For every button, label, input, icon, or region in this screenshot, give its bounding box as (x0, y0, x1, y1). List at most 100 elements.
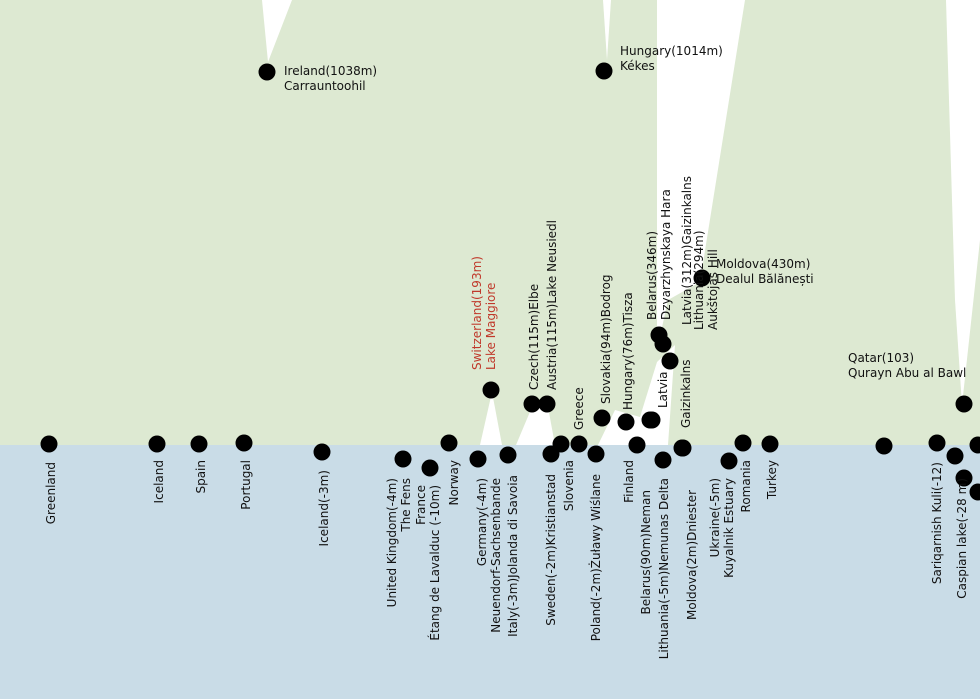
data-point (875, 437, 893, 455)
data-point (482, 381, 500, 399)
data-point (469, 450, 487, 468)
point-label-line: Latvia (656, 371, 670, 408)
point-label-line: Ireland(1038m) (284, 64, 377, 78)
point-label-line: Italy(-3m)Jolanda di Savoia (506, 475, 520, 637)
point-label: FranceÉtang de Lavalduc (-10m) (414, 485, 442, 641)
point-label-line: Norway (447, 460, 461, 506)
point-label-line: Kékes (620, 59, 655, 73)
data-point (720, 452, 738, 470)
data-point (499, 446, 517, 464)
point-label-line: Czech(115m)Elbe (527, 284, 541, 390)
point-label-line: Hungary(1014m) (620, 44, 723, 58)
point-label-line: Lithuania(-5m)Nemunas Delta (657, 478, 671, 659)
point-label-line: Ukraine(-5m) (708, 478, 722, 557)
point-label-line: Moldova(2m)Dniester (685, 490, 699, 620)
data-point (654, 451, 672, 469)
data-point (394, 450, 412, 468)
point-label: Italy(-3m)Jolanda di Savoia (506, 475, 520, 637)
point-label-line: Slovenia (562, 460, 576, 511)
point-label: Iceland (152, 460, 166, 503)
point-label-line: Portugal (239, 460, 253, 510)
data-point (628, 436, 646, 454)
point-label: Ireland(1038m)Carrauntoohil (284, 64, 377, 93)
elevation-spike (657, 0, 745, 350)
elevation-spike (480, 392, 502, 445)
point-label: Greenland (44, 462, 58, 524)
point-label-line: Finland (622, 460, 636, 503)
point-label-line: Iceland (152, 460, 166, 503)
point-label-line: Sweden(-2m)Kristianstad (544, 474, 558, 626)
point-label-line: Moldova(430m) (716, 257, 810, 271)
data-point (552, 435, 570, 453)
data-point (955, 395, 973, 413)
point-label: Switzerland(193m)Lake Maggiore (470, 256, 498, 370)
land-area (0, 0, 980, 445)
point-label-line: Spain (194, 460, 208, 494)
point-label-line: Belarus(346m) (645, 231, 659, 320)
point-label-line: Lithuania(294m) (692, 230, 706, 330)
point-label-line: Sariqarnish Kuli(-12) (930, 462, 944, 584)
point-label-line: Poland(-2m)Żuławy Wiślane (588, 474, 603, 641)
point-label-line: United Kingdom(-4m) (385, 478, 399, 607)
point-label: Portugal (239, 460, 253, 510)
point-label: Norway (447, 460, 461, 506)
elevation-spike (946, 0, 980, 405)
data-point (587, 445, 605, 463)
data-point (693, 269, 711, 287)
data-points (40, 62, 980, 501)
data-point (148, 435, 166, 453)
point-label-line: France (414, 485, 428, 525)
point-label-line: The Fens (399, 478, 413, 533)
point-label-line: Étang de Lavalduc (-10m) (427, 485, 442, 641)
point-label-line: Dealul Bălănești (716, 272, 814, 286)
data-point (190, 435, 208, 453)
data-point (523, 395, 541, 413)
data-point (235, 434, 253, 452)
elevation-spike (262, 0, 292, 62)
point-label-line: Turkey (765, 460, 779, 500)
elevation-spike (603, 0, 611, 60)
point-label: Moldova(430m)Dealul Bălănești (716, 257, 814, 286)
data-point (734, 434, 752, 452)
data-point (313, 443, 331, 461)
point-label: Romania (739, 460, 753, 512)
point-label: Gaizinkalns (679, 359, 693, 428)
point-label: Austria(115m)Lake Neusiedl (545, 220, 559, 390)
point-label-line: Lake Maggiore (484, 283, 498, 370)
data-point (538, 395, 556, 413)
point-label-line: Germany(-4m) (475, 478, 489, 566)
point-label: Slovakia(94m)Bodrog (599, 274, 613, 404)
data-point (761, 435, 779, 453)
point-label: Lithuania(294m)Aukštojas Hill (692, 230, 720, 330)
point-label-line: Belarus(90m)Neman (639, 490, 653, 614)
point-label-line: Caspian lake(-28 m) (955, 478, 969, 599)
point-label: Sariqarnish Kuli(-12) (930, 462, 944, 584)
point-label: Belarus(90m)Neman (639, 490, 653, 614)
point-label-line: Qatar(103) (848, 351, 914, 365)
elevation-spike (516, 407, 555, 445)
point-label: Latvia (656, 371, 670, 408)
water-area (0, 445, 980, 699)
point-label: Hungary(1014m)Kékes (620, 44, 723, 73)
data-point (946, 447, 964, 465)
data-point (969, 436, 980, 454)
point-label: Sweden(-2m)Kristianstad (544, 474, 558, 626)
point-label-line: Aukštojas Hill (706, 249, 720, 330)
point-label: Finland (622, 460, 636, 503)
point-label: Poland(-2m)Żuławy Wiślane (588, 474, 603, 641)
data-point (641, 411, 659, 429)
point-label: Turkey (765, 460, 779, 500)
point-label: Caspian lake(-28 m) (955, 478, 969, 599)
point-label: Germany(-4m)Neuendorf-Sachsenbande (475, 478, 503, 633)
point-label-line: Kuyalnik Estuary (722, 478, 736, 578)
data-point (661, 352, 679, 370)
data-point (654, 335, 672, 353)
point-label: Lithuania(-5m)Nemunas Delta (657, 478, 671, 659)
point-label: United Kingdom(-4m)The Fens (385, 478, 413, 607)
point-label-line: Romania (739, 460, 753, 512)
point-label-line: Latvia(312m)Gaizinkalns (680, 176, 694, 325)
point-label-line: Greenland (44, 462, 58, 524)
